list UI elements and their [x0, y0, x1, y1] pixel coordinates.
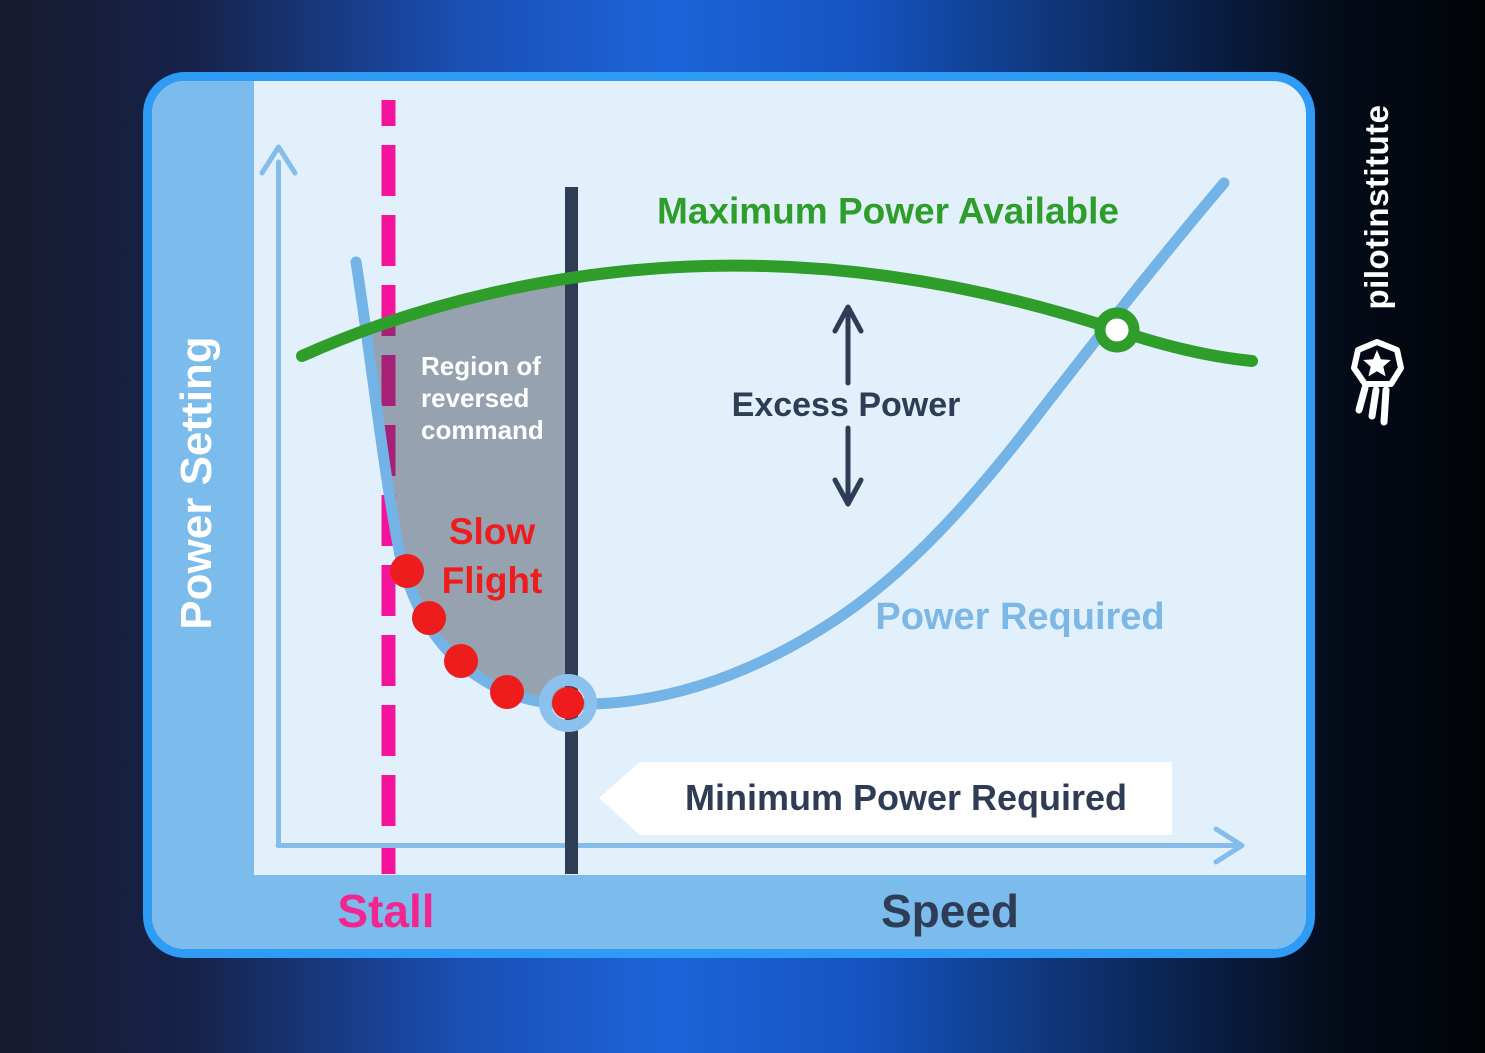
- excess-power-arrow-down-icon: [832, 425, 864, 507]
- slow-flight-point: [390, 554, 424, 588]
- y-axis-label: Power Setting: [172, 336, 221, 630]
- slow-flight-point: [444, 644, 478, 678]
- slow-flight-point: [412, 601, 446, 635]
- slow-flight-points: [390, 554, 597, 732]
- slow-flight-point: [490, 675, 524, 709]
- winged-star-badge-icon: [1351, 339, 1404, 426]
- min-power-point-ring: [539, 674, 597, 732]
- region-label-line: Region of: [421, 351, 541, 381]
- min-power-point: [552, 687, 584, 719]
- curve-intersection-point: [1094, 307, 1140, 353]
- region-of-reversed-command-label: Region of reversed command: [421, 350, 544, 446]
- excess-power-label: Excess Power: [731, 386, 961, 424]
- axes-arrows: [259, 144, 1245, 865]
- pilotinstitute-logo-text: pilotinstitute: [1358, 104, 1395, 310]
- excess-power-arrow-up-icon: [832, 304, 864, 386]
- y-axis-panel: [152, 81, 254, 949]
- power-required-curve: [350, 177, 1230, 710]
- slow-flight-label-line: Slow: [448, 511, 536, 552]
- x-axis-panel: [152, 875, 1306, 949]
- slow-flight-label-line: Flight: [441, 560, 543, 601]
- power-required-label: Power Required: [875, 596, 1165, 638]
- slow-flight-label: Slow Flight: [442, 507, 543, 605]
- stall-label: Stall: [337, 885, 435, 937]
- max-power-available-curve: [296, 259, 1258, 367]
- region-label-line: reversed: [421, 383, 530, 413]
- max-power-available-label: Maximum Power Available: [657, 190, 1119, 232]
- region-of-reversed-command-shape: [367, 282, 565, 701]
- x-axis-label: Speed: [880, 885, 1020, 937]
- min-power-banner: [599, 762, 1172, 835]
- min-power-required-label: Minimum Power Required: [684, 777, 1128, 818]
- region-label-line: command: [421, 415, 544, 445]
